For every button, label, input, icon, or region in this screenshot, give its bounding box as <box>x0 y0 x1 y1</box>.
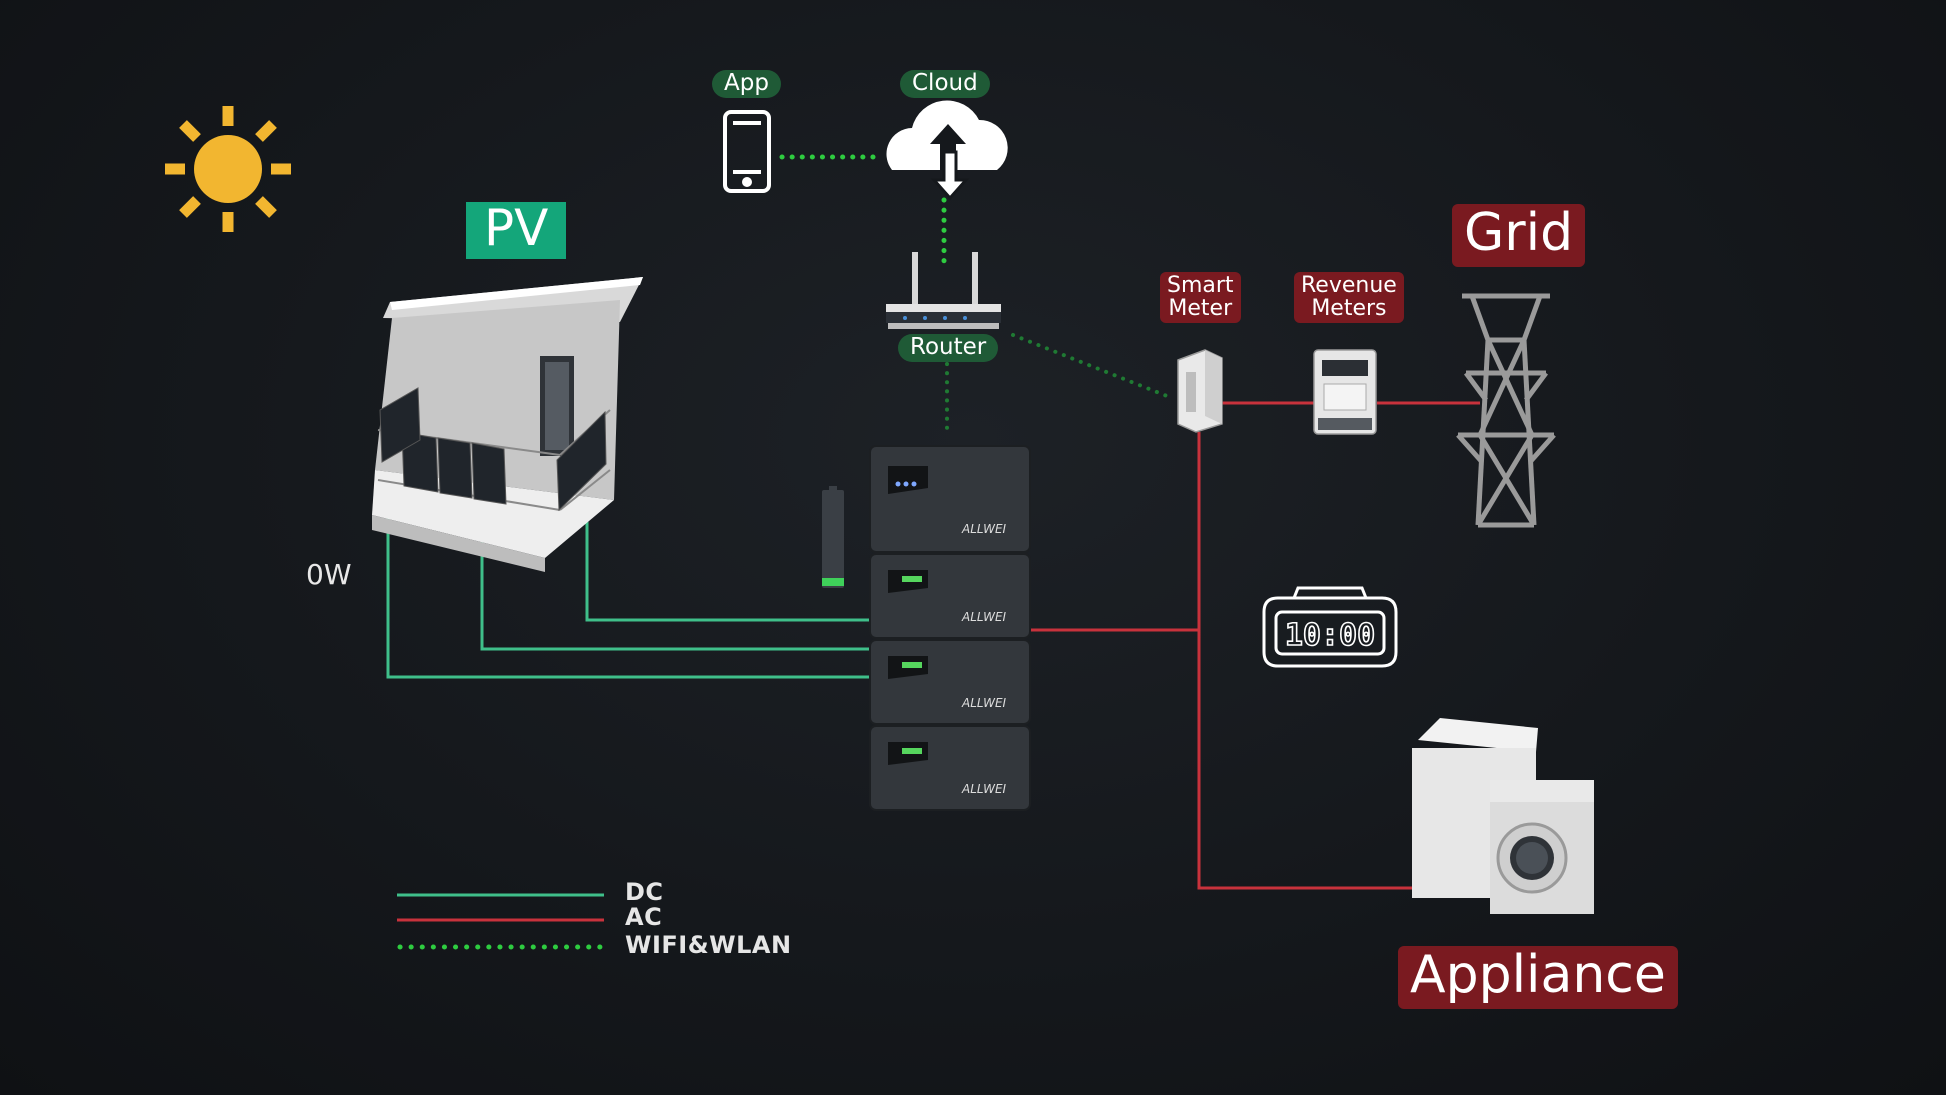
smart-meter-label: Smart Meter <box>1160 272 1241 324</box>
router-label: Router <box>898 334 999 363</box>
balcony-solar-icon <box>372 277 643 572</box>
clock-time: 10:00 <box>1285 618 1375 653</box>
legend-dc-label: DC <box>625 878 664 906</box>
wifi-links <box>779 154 947 271</box>
appliance-label: Appliance <box>1398 946 1678 1009</box>
battery-level-icon <box>822 486 844 588</box>
revenue-meters-label-line2: Meters <box>1311 296 1387 322</box>
grid-label: Grid <box>1452 204 1586 267</box>
legend-ac-label: AC <box>625 903 663 931</box>
brand-mark-4: ALLWEI <box>962 782 1007 796</box>
cloud-label: Cloud <box>900 70 990 99</box>
revenue-meter-icon <box>1313 349 1377 435</box>
revenue-meters-label-line1: Revenue <box>1301 273 1397 298</box>
solar-panels <box>379 387 607 512</box>
app-label: App <box>712 70 781 99</box>
sun-icon <box>165 106 291 232</box>
cloud-icon <box>886 100 1008 201</box>
smart-meter-label-line2: Meter <box>1168 296 1233 322</box>
router-icon <box>886 252 1001 329</box>
transmission-tower-icon <box>1456 293 1556 528</box>
washing-machine-icon <box>1412 718 1594 914</box>
wifi-links-dim <box>945 333 1174 434</box>
legend-lines <box>397 893 607 950</box>
smart-meter-label-line1: Smart <box>1167 273 1234 298</box>
pv-label: PV <box>466 202 567 259</box>
legend-wifi-label: WIFI&WLAN <box>625 931 792 959</box>
brand-mark-1: ALLWEI <box>962 522 1007 536</box>
brand-mark-3: ALLWEI <box>962 696 1007 710</box>
dc-lines <box>386 510 870 679</box>
revenue-meters-label: Revenue Meters <box>1294 272 1404 324</box>
alarm-clock-icon: 10:00 <box>1262 586 1398 668</box>
battery-stack <box>869 445 1031 811</box>
smart-meter-icon <box>1177 349 1223 433</box>
phone-icon <box>723 110 771 193</box>
brand-mark-2: ALLWEI <box>962 610 1007 624</box>
pv-power-readout: 0W <box>306 558 352 591</box>
